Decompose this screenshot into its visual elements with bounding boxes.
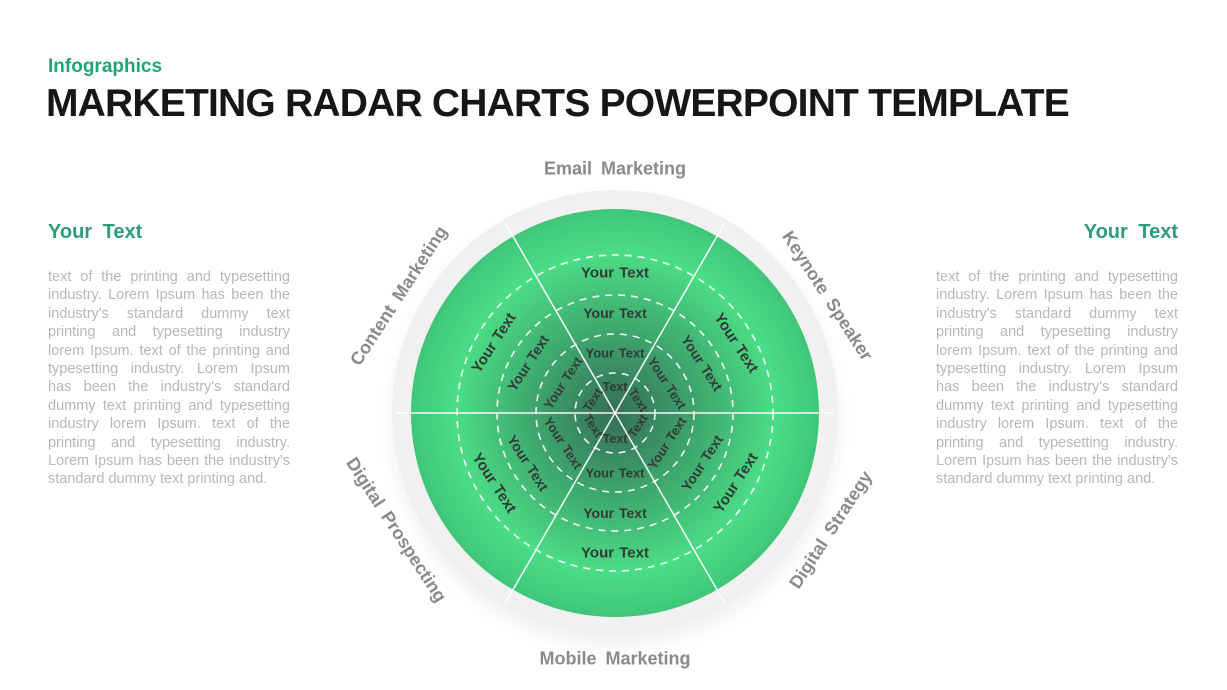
left-heading: Your Text <box>48 221 143 243</box>
left-body-text: text of the printing and typesetting ind… <box>48 269 290 488</box>
ring-label: Text <box>602 380 628 394</box>
ring-label: Text <box>602 432 628 446</box>
left-text-block: Your Text text of the printing and types… <box>48 221 290 489</box>
radar-grid-lines <box>396 222 834 604</box>
right-text-block: Your Text text of the printing and types… <box>936 221 1178 489</box>
page-title: MARKETING RADAR CHARTS POWERPOINT TEMPLA… <box>46 82 1070 125</box>
category-label-mobile-marketing: Mobile Marketing <box>539 648 691 669</box>
right-body-text: text of the printing and typesetting ind… <box>936 269 1178 488</box>
radar-chart: Text Your Text Your Text Your Text Text … <box>342 159 876 669</box>
ring-label: Your Text <box>585 465 645 481</box>
ring-label: Your Text <box>583 505 647 521</box>
ring-label: Your Text <box>583 305 647 321</box>
category-label-email-marketing: Email Marketing <box>543 158 687 179</box>
ring-label: Your Text <box>581 264 649 282</box>
right-heading: Your Text <box>1083 221 1178 243</box>
infographics-label: Infographics <box>48 56 163 77</box>
ring-label: Your Text <box>581 544 649 562</box>
ring-label: Your Text <box>585 345 645 361</box>
